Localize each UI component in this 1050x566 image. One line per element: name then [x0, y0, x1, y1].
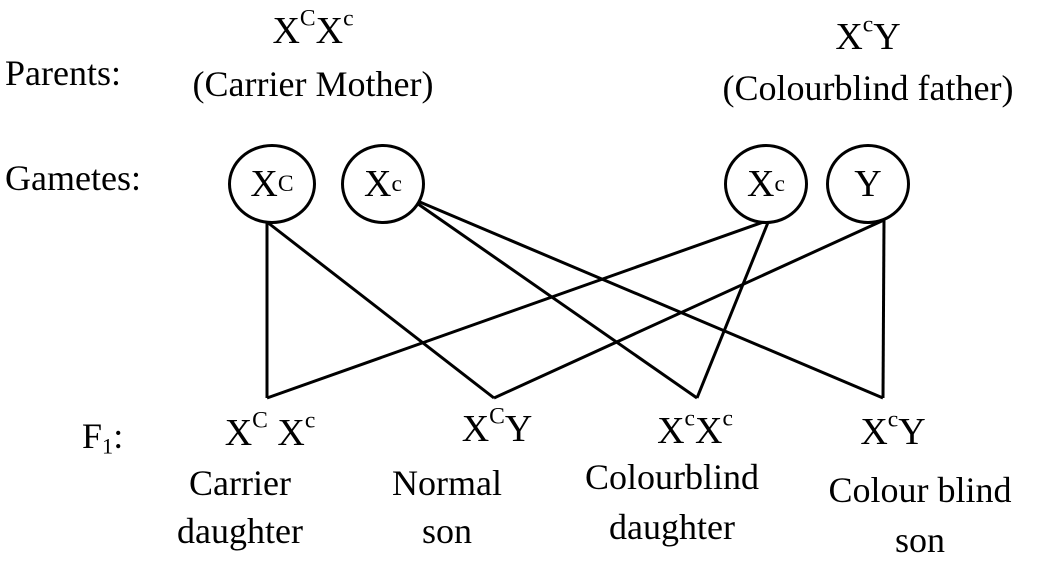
connection-line-4 — [407, 195, 884, 400]
mother-genotype: XCXc — [272, 5, 354, 52]
connection-line-2 — [266, 220, 495, 400]
offspring-1-genotype: XC Xc — [224, 407, 316, 454]
connection-line-7 — [493, 218, 885, 400]
f1-label: F1: — [82, 416, 124, 459]
connection-line-5 — [266, 218, 770, 400]
offspring-1-line2: daughter — [177, 511, 303, 551]
offspring-4-line2: son — [894, 520, 946, 560]
offspring-1-line1: Carrier — [189, 463, 291, 503]
gametes-label: Gametes: — [5, 158, 141, 198]
offspring-3-line1: Colourblind — [584, 457, 760, 497]
offspring-2-line1: Normal — [392, 463, 502, 503]
offspring-2-genotype: XCY — [461, 403, 533, 450]
offspring-4-genotype: XcY — [860, 406, 926, 453]
offspring-4-line1: Colour blind — [828, 470, 1012, 510]
mother-description: (Carrier Mother) — [192, 64, 434, 104]
offspring-3-line2: daughter — [609, 507, 735, 547]
offspring-3-genotype: XcXc — [657, 405, 733, 452]
connection-line-8 — [881, 219, 886, 399]
father-genotype: XcY — [835, 11, 901, 58]
offspring-2-line2: son — [421, 511, 473, 551]
gamete-father-Y: Y — [826, 144, 910, 224]
father-description: (Colourblind father) — [722, 68, 1014, 108]
parents-label: Parents: — [5, 53, 121, 93]
connection-line-6 — [695, 219, 771, 399]
